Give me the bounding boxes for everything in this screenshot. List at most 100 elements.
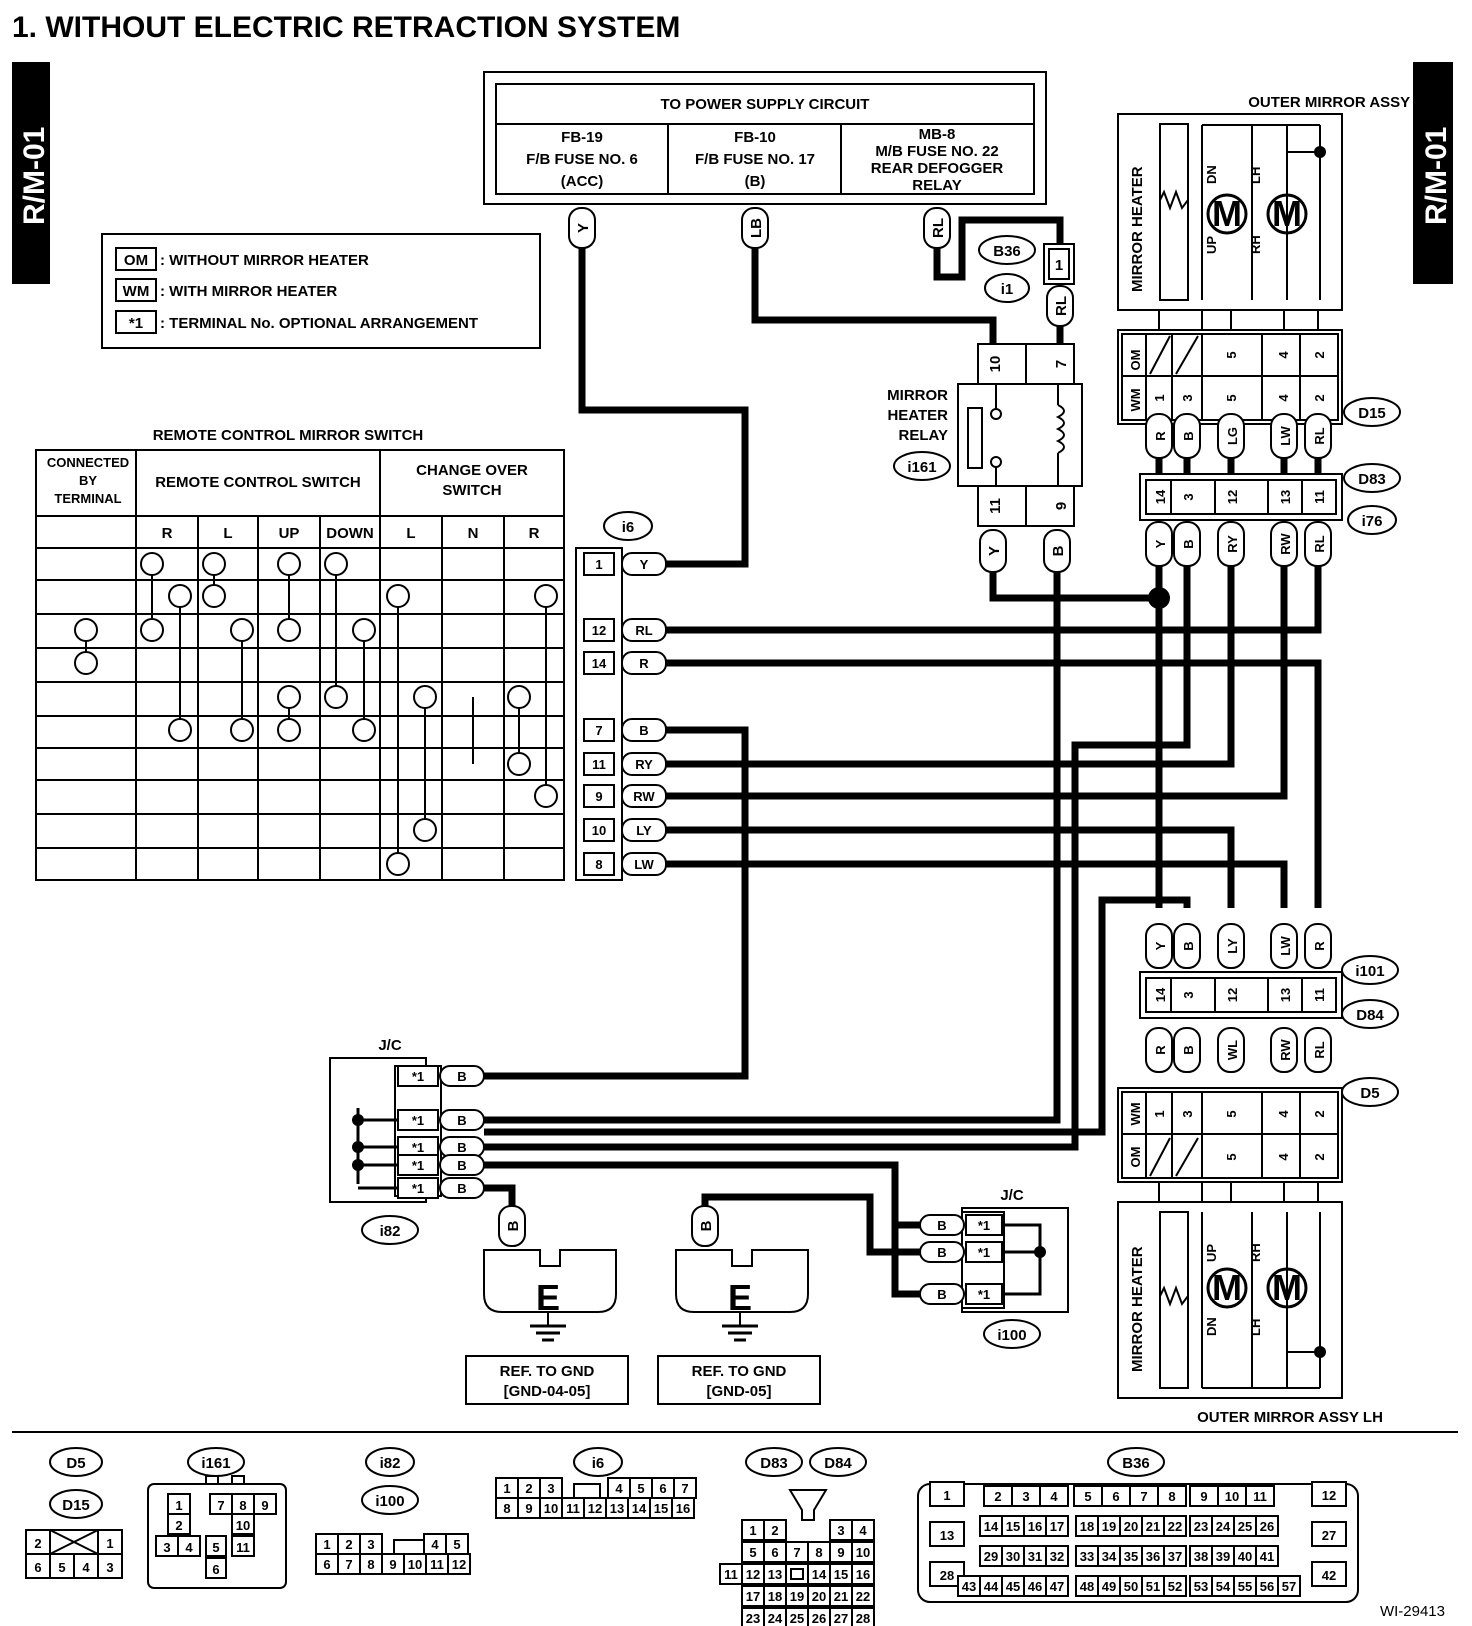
d5-wm: WM [1128,1102,1143,1125]
view-d5-1: 1 [106,1536,113,1551]
view-d83-r0a-1: 1 [749,1523,756,1538]
view-b36-r4-51: 51 [1146,1579,1160,1594]
d5-om: OM [1128,1147,1143,1168]
d5-om-2: 2 [1312,1153,1327,1160]
ground-1-ref-2: [GND-04-05] [504,1383,591,1400]
jc-i100: J/C B*1B*1B*1 i100 [919,1187,1069,1349]
lh-wire-lower-4: RL [1312,1041,1327,1058]
rh-wire-lower-0: Y [1153,539,1168,548]
view-b36-r2-16: 16 [1028,1519,1042,1534]
view-b36-r1-2: 2 [994,1489,1001,1504]
i6-wire-14: R [639,656,649,671]
view-i6-bot-13: 13 [610,1501,624,1516]
i6-pin-1: 1 [595,557,602,572]
view-d83-r3-19: 19 [790,1589,804,1604]
jc1-pin-4: *1 [412,1181,424,1196]
switch-contact [352,718,376,742]
view-b36-side-r-2: 42 [1322,1568,1336,1583]
view-b36-side-r-1: 27 [1322,1528,1336,1543]
switch-col-change-2: SWITCH [442,482,501,499]
rh-wire-lower-1: B [1181,539,1196,548]
mirror-lh-motor-1: M [1212,1267,1242,1308]
switch-sub-cl: L [406,525,415,542]
view-i82-3: 3 [367,1537,374,1552]
view-d83-label: D83 [760,1455,788,1472]
view-b36-r1-8: 8 [1168,1489,1175,1504]
view-b36-label: B36 [1122,1455,1150,1472]
view-d83-r0b-4: 4 [859,1523,867,1538]
view-i161-7: 7 [217,1498,224,1513]
wire-b36-rl: RL [1053,296,1070,316]
view-d5-4: 4 [82,1560,90,1575]
view-b36-r3-41: 41 [1260,1549,1274,1564]
ground-2: B E REF. TO GND [GND-05] [657,1205,821,1405]
mirror-lh-dn: DN [1204,1317,1219,1336]
mirror-rh-dn: DN [1204,165,1219,184]
mirror-rh-motor-2: M [1272,193,1302,234]
i101-label: i101 [1355,963,1384,980]
view-b36-r4-52: 52 [1168,1579,1182,1594]
relay-pin-9: 9 [1053,502,1070,510]
legend-star-text: : TERMINAL No. OPTIONAL ARRANGEMENT [160,315,478,332]
jc1-wire-4: B [457,1181,466,1196]
view-i82-bot-9: 9 [389,1557,396,1572]
view-b36-r2-23: 23 [1194,1519,1208,1534]
view-b36-r2-24: 24 [1216,1519,1231,1534]
view-b36-r3-40: 40 [1238,1549,1252,1564]
view-i6b-5: 5 [637,1481,644,1496]
d5-om-5: 5 [1224,1153,1239,1160]
jc2-wire-0: B [937,1218,946,1233]
switch-col-remote: REMOTE CONTROL SWITCH [155,474,361,491]
switch-sub-r: R [162,525,173,542]
view-d83-r1-6: 6 [771,1545,778,1560]
view-b36-r3-35: 35 [1124,1549,1138,1564]
i6-pin-8: 8 [595,857,602,872]
view-i6b-6: 6 [659,1481,666,1496]
d15-wm-4: 4 [1276,394,1291,402]
view-d83-r2b-16: 16 [856,1567,870,1582]
i6-pin-12: 12 [592,623,606,638]
view-i6-2: 2 [525,1481,532,1496]
view-i6-bot-12: 12 [588,1501,602,1516]
view-b36-r4-50: 50 [1124,1579,1138,1594]
view-b36-r3-31: 31 [1028,1549,1042,1564]
lh-wire-upper-1: B [1181,941,1196,950]
view-i6-bot-10: 10 [544,1501,558,1516]
i100-label: i100 [997,1327,1026,1344]
view-b36-r1-4: 4 [1050,1489,1058,1504]
power-col1-line3: (ACC) [561,173,604,190]
view-b36-r4-53: 53 [1194,1579,1208,1594]
switch-col-connected-3: TERMINAL [54,491,121,506]
view-b36-r2-18: 18 [1080,1519,1094,1534]
wire-power-rl: RL [930,218,947,238]
power-header: TO POWER SUPPLY CIRCUIT [661,96,870,113]
view-b36-r4-47: 47 [1050,1579,1064,1594]
switch-contact [507,752,531,776]
switch-title: REMOTE CONTROL MIRROR SWITCH [153,427,424,444]
wire-power-lb: LB [748,218,765,238]
view-d83-r4-28: 28 [856,1611,870,1626]
jc1-wire-2: B [457,1140,466,1155]
switch-contact [230,718,254,742]
i6-wire-1: Y [640,557,649,572]
switch-contact [140,618,164,642]
view-b36-r1-10: 10 [1225,1489,1239,1504]
view-d84-label: D84 [824,1455,852,1472]
legend-wm-text: : WITH MIRROR HEATER [160,283,337,300]
switch-sub-l: L [223,525,232,542]
rh-joint-pin-2: 12 [1225,490,1240,504]
view-b36-r1-6: 6 [1112,1489,1119,1504]
view-d15-label: D15 [62,1497,90,1514]
jc2-wire-2: B [937,1287,946,1302]
rh-wire-lower-3: RW [1278,533,1293,555]
d15-om: OM [1128,350,1143,371]
i6-wire-7: B [639,723,648,738]
i6-pin-9: 9 [595,789,602,804]
rh-wire-lower-4: RL [1312,535,1327,552]
view-i161-2: 2 [175,1518,182,1533]
view-i82-2: 2 [345,1537,352,1552]
